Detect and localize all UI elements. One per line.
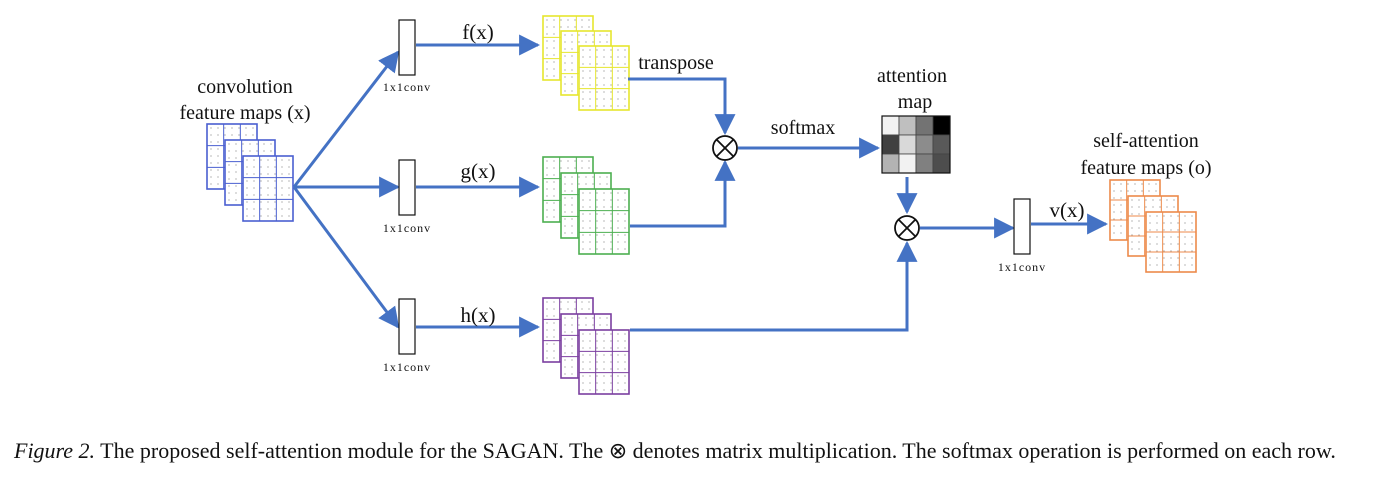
g-conv-label: 1x1conv [383,221,431,235]
f-conv-block [398,19,416,76]
output-label-line1: self-attention [1093,130,1199,152]
attention-cell [898,153,917,174]
attention-cell [915,134,934,155]
h-label: h(x) [461,303,496,327]
f-feature-maps [542,15,630,111]
softmax-label: softmax [771,117,835,139]
attention-cell [881,153,900,174]
v-label: v(x) [1050,198,1085,222]
input-feature-maps [206,123,294,222]
matmul-operator-1 [712,135,738,161]
attention-map-border [881,115,951,174]
feature-map-sheet [578,188,630,255]
transpose-label: transpose [638,52,714,74]
self-attention-diagram: convolution feature maps (x) 1x1conv 1x1… [179,15,1212,395]
arrow-input-to-h-conv [292,186,400,329]
attention-label-line1: attention [877,65,947,87]
attention-cell [881,115,900,136]
attention-cell [932,153,951,174]
g-label: g(x) [461,159,496,183]
h-conv-label: 1x1conv [383,360,431,374]
input-label-line2: feature maps (x) [179,102,310,124]
input-label-line1: convolution [197,76,293,98]
feature-map-sheet [242,155,294,222]
g-feature-maps [542,156,630,255]
attention-cell [915,115,934,136]
arrow-f-to-multiply [628,77,736,136]
f-conv-label: 1x1conv [383,80,431,94]
attention-map [881,115,951,174]
h-conv-block [398,298,416,355]
attention-label-line2: map [898,91,932,113]
attention-cell [932,134,951,155]
feature-map-sheet [578,329,630,395]
attention-cell [932,115,951,136]
caption-text: The proposed self-attention module for t… [100,438,1336,463]
feature-map-sheet [578,45,630,111]
figure-caption: Figure 2. The proposed self-attention mo… [14,437,1380,465]
arrow-g-to-multiply [630,159,736,228]
g-conv-block [398,159,416,216]
attention-cell [915,153,934,174]
attention-cell [898,134,917,155]
matmul-operator-2 [894,215,920,241]
output-label-line2: feature maps (o) [1080,157,1211,179]
v-conv-block [1013,198,1031,255]
arrow-h-to-multiply [630,240,918,332]
feature-map-sheet [1145,211,1197,273]
h-feature-maps [542,297,630,395]
figure-number: Figure 2. [14,438,96,463]
v-conv-label: 1x1conv [998,260,1046,274]
attention-cell [881,134,900,155]
arrow-input-to-f-conv [292,50,400,188]
attention-cell [898,115,917,136]
f-label: f(x) [462,20,493,44]
output-feature-maps [1109,179,1197,273]
